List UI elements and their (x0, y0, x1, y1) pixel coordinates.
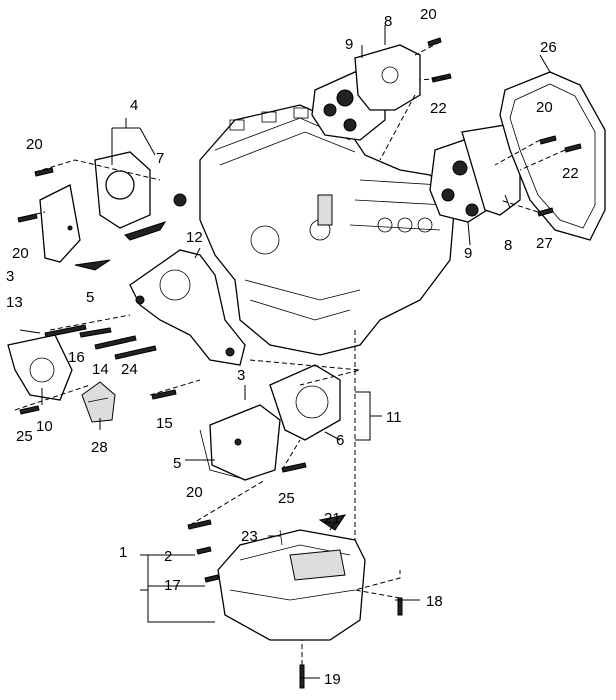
leader-lines (19, 25, 551, 679)
callout-28: 28 (91, 439, 108, 456)
callout-16: 16 (68, 349, 85, 366)
callout-7: 7 (156, 150, 164, 167)
middle-cover (199, 364, 341, 481)
callout-17: 17 (164, 577, 181, 594)
callout-23: 23 (241, 528, 258, 545)
callout-3: 3 (237, 367, 245, 384)
callout-25: 25 (16, 428, 33, 445)
upper-right-covers (311, 44, 421, 141)
callout-9: 9 (345, 36, 353, 53)
callout-24: 24 (121, 361, 138, 378)
left-timing-cover (39, 151, 167, 271)
callout-18: 18 (426, 593, 443, 610)
callout-3: 3 (6, 268, 14, 285)
callout-14: 14 (92, 361, 109, 378)
mount-28 (81, 381, 116, 423)
callout-10: 10 (36, 418, 53, 435)
oil-pan (217, 514, 366, 641)
callout-26: 26 (540, 39, 557, 56)
callout-20: 20 (26, 136, 43, 153)
callout-15: 15 (156, 415, 173, 432)
callout-1: 1 (119, 544, 127, 561)
callout-22: 22 (562, 165, 579, 182)
callout-21: 21 (324, 510, 341, 527)
callout-6: 6 (336, 432, 344, 449)
lower-left-cover (7, 334, 73, 401)
callout-25: 25 (278, 490, 295, 507)
callout-8: 8 (504, 237, 512, 254)
bolts (17, 37, 582, 689)
callout-12: 12 (186, 229, 203, 246)
callout-13: 13 (6, 294, 23, 311)
callout-20: 20 (420, 6, 437, 23)
callout-4: 4 (130, 97, 138, 114)
callout-20: 20 (186, 484, 203, 501)
callout-19: 19 (324, 671, 341, 688)
engine-block (173, 104, 456, 356)
callout-9: 9 (464, 245, 472, 262)
callout-5: 5 (173, 455, 181, 472)
callout-22: 22 (430, 100, 447, 117)
dashed-guides (14, 41, 566, 665)
callout-2: 2 (164, 548, 172, 565)
callout-labels: 1 2 3 3 4 5 5 6 7 8 8 9 9 10 11 12 13 14… (6, 6, 579, 688)
callout-11: 11 (386, 409, 402, 426)
callout-20: 20 (536, 99, 553, 116)
callout-20: 20 (12, 245, 29, 262)
right-covers (429, 124, 521, 223)
callout-8: 8 (384, 13, 392, 30)
callout-5: 5 (86, 289, 94, 306)
gasket-26 (499, 71, 606, 241)
callout-27: 27 (536, 235, 553, 252)
